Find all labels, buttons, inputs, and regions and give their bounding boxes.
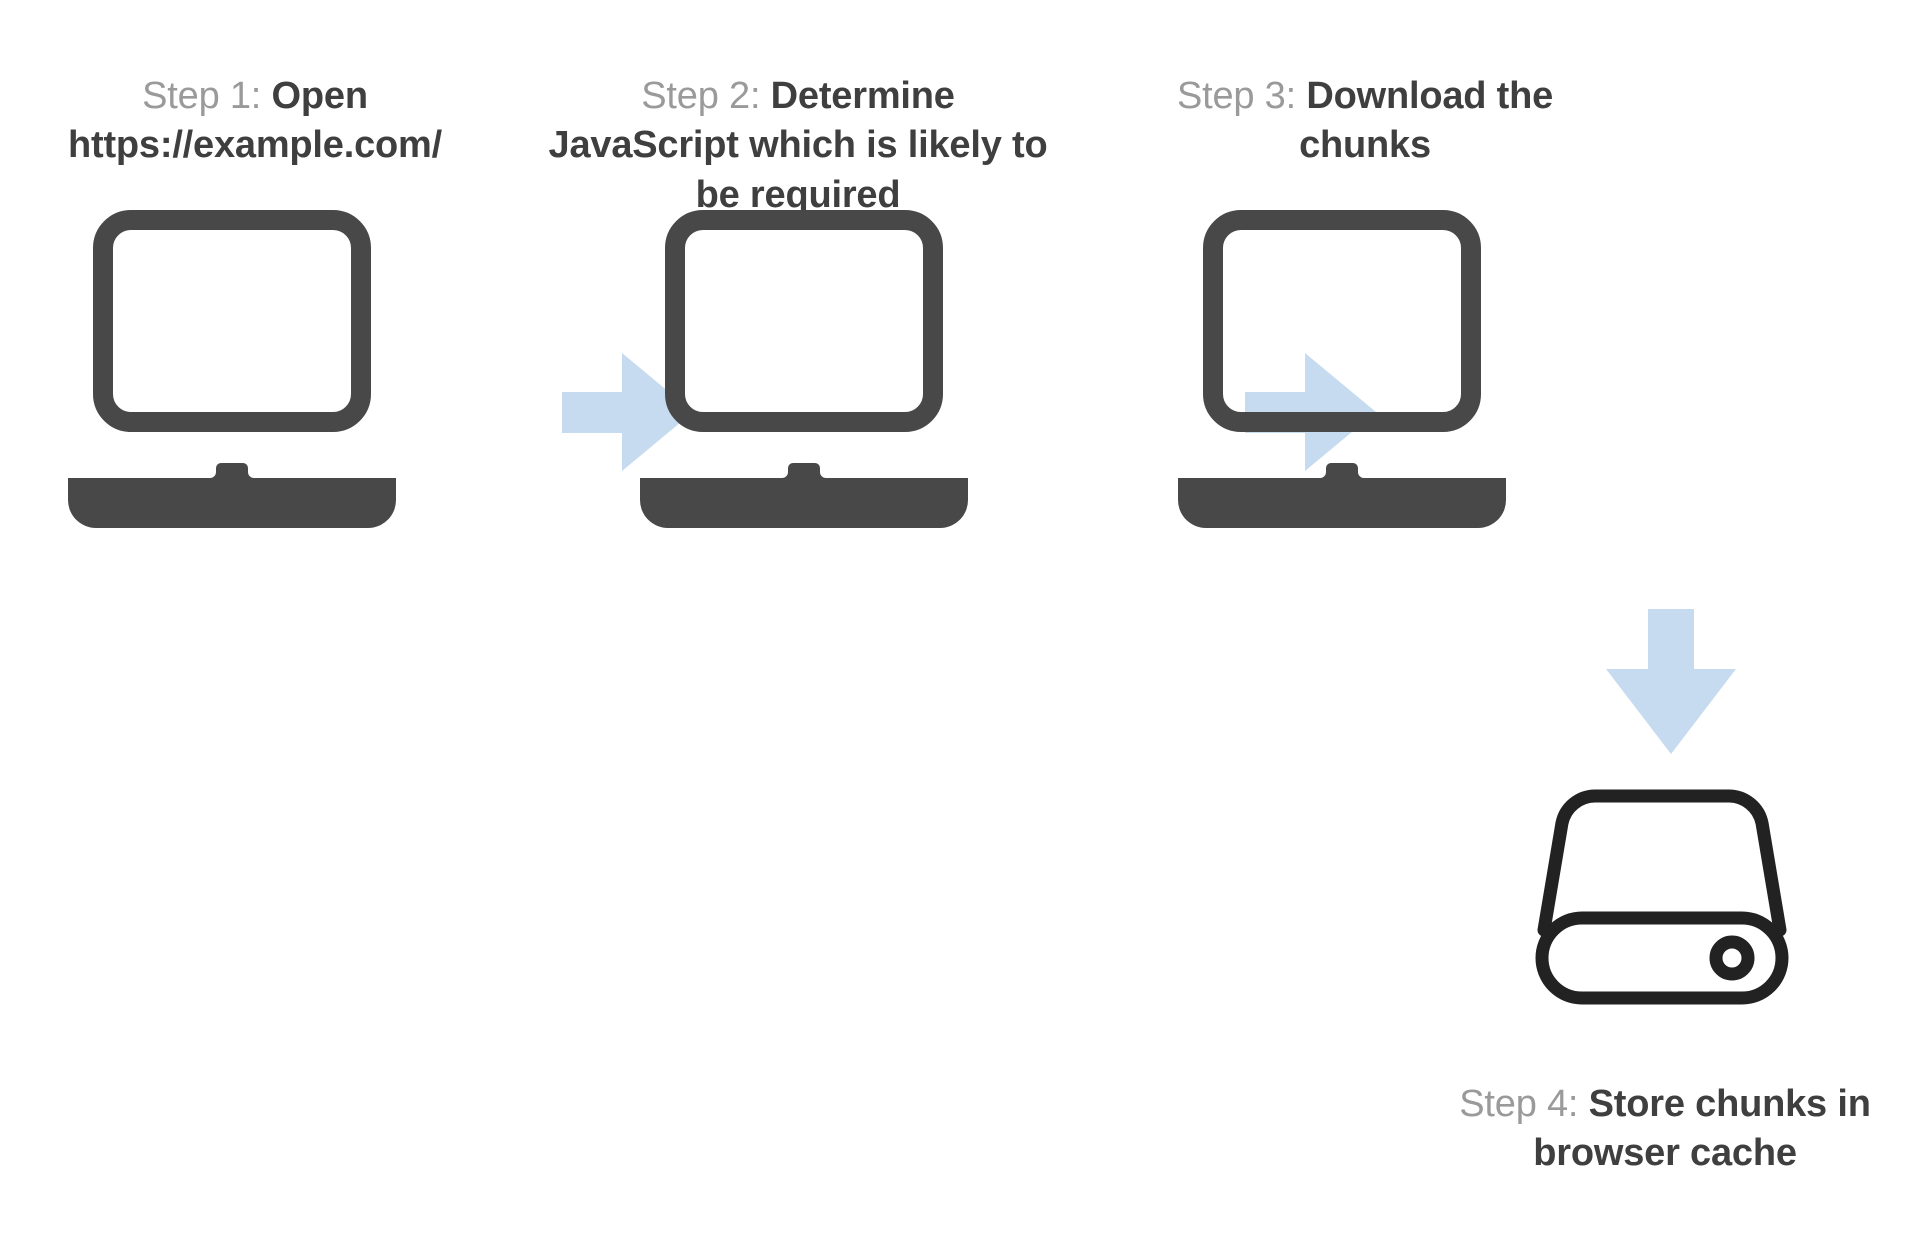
step-4-label: Step 4:	[1459, 1083, 1589, 1125]
step-3-caption: Step 3: Download the chunks	[1140, 72, 1590, 171]
arrow-right-icon	[560, 345, 695, 480]
laptop-icon	[630, 198, 978, 568]
step-1-label: Step 1:	[142, 75, 272, 117]
step-4-caption: Step 4: Store chunks in browser cache	[1430, 1080, 1900, 1179]
step-4-text: Store chunks in browser cache	[1533, 1083, 1871, 1175]
step-2-label: Step 2:	[641, 75, 771, 117]
step-2-caption: Step 2: Determine JavaScript which is li…	[548, 72, 1048, 220]
step-1-caption: Step 1: Open https://example.com/	[30, 72, 480, 171]
step-1-text: Open https://example.com/	[68, 75, 442, 167]
laptop-icon	[1168, 198, 1516, 568]
laptop-icon	[58, 198, 406, 568]
step-2-text: Determine JavaScript which is likely to …	[548, 75, 1048, 216]
hard-drive-icon	[1532, 780, 1792, 1010]
arrow-down-icon	[1596, 607, 1746, 757]
step-3-text: Download the chunks	[1299, 75, 1554, 167]
step-3-label: Step 3:	[1176, 75, 1307, 117]
